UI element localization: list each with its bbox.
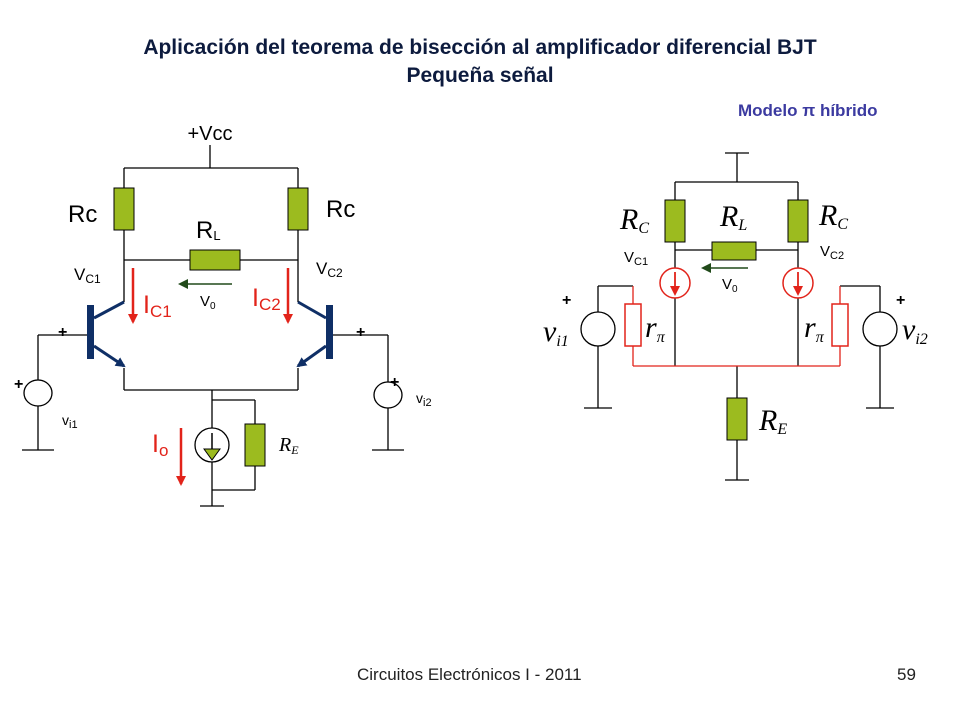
rc-right-label-model: RC	[818, 199, 848, 233]
rl-resistor	[189, 249, 241, 271]
vi2-label: vi2	[416, 390, 432, 409]
vc1-label: VC1	[74, 265, 101, 286]
v0-label: V0	[200, 293, 216, 312]
vc2-label-model: VC2	[820, 243, 844, 262]
source-vi2	[373, 381, 403, 409]
title-line-1: Aplicación del teorema de bisección al a…	[143, 36, 817, 59]
rl-label: RL	[196, 217, 221, 244]
io-label: Io	[152, 430, 168, 460]
current-source-io	[194, 427, 230, 463]
footer-course: Circuitos Electrónicos I - 2011	[357, 665, 582, 684]
vi1-label-model: vi1	[543, 315, 569, 350]
footer-page-number: 59	[897, 665, 916, 684]
right-circuit: RC RC RL VC1 VC2 V0 rπ rπ vi1 vi2 + + RE	[543, 152, 928, 481]
rc-left-label: Rc	[68, 201, 97, 228]
source-vi1	[23, 379, 53, 407]
left-wires	[22, 145, 404, 507]
dependent-current-source-left	[659, 267, 691, 299]
q2-plus-sign: +	[356, 324, 365, 341]
rpi-left-label: rπ	[645, 311, 666, 346]
vi1-plus-sign: +	[14, 376, 23, 393]
rc-right-resistor	[287, 187, 309, 231]
rc-right-label: Rc	[326, 196, 355, 223]
vc2-label: VC2	[316, 259, 343, 280]
q1-plus-sign: +	[58, 324, 67, 341]
re-label: RE	[278, 434, 299, 457]
re-resistor-model	[726, 397, 748, 441]
vc1-label-model: VC1	[624, 249, 648, 268]
transistor-q1	[87, 300, 126, 368]
re-label-model: RE	[758, 404, 787, 438]
vi2-label-model: vi2	[902, 313, 928, 348]
vi2-plus-sign: +	[390, 374, 399, 391]
slide-title: Aplicación del teorema de bisección al a…	[0, 34, 960, 90]
vi2-plus-sign-model: +	[896, 292, 905, 309]
vcc-label: +Vcc	[187, 123, 232, 145]
left-circuit: +Vcc Rc Rc RL V0 VC1 VC2 IC1 IC2 + + +	[14, 123, 432, 507]
vi1-label: vi1	[62, 412, 78, 431]
right-wires-black	[584, 152, 894, 481]
ic1-label: IC1	[143, 291, 172, 321]
hybrid-pi-heading: Modelo π híbrido	[738, 101, 878, 120]
vi1-plus-sign-model: +	[562, 292, 571, 309]
rpi-left-resistor	[624, 303, 642, 347]
rpi-right-resistor	[831, 303, 849, 347]
right-wires-red	[632, 286, 841, 367]
transistor-q2	[296, 300, 333, 368]
source-vi2-model	[862, 311, 898, 347]
rl-resistor-model	[711, 241, 757, 261]
source-vi1-model	[580, 311, 616, 347]
rc-left-resistor-model	[664, 199, 686, 243]
title-line-2: Pequeña señal	[406, 64, 554, 87]
v0-label-model: V0	[722, 276, 738, 295]
rc-right-resistor-model	[787, 199, 809, 243]
rl-label-model: RL	[719, 200, 747, 234]
rpi-right-label: rπ	[804, 311, 825, 346]
re-resistor	[244, 423, 266, 467]
dependent-current-source-right	[782, 267, 814, 299]
ic2-label: IC2	[252, 284, 281, 314]
rc-left-resistor	[113, 187, 135, 231]
rc-left-label-model: RC	[619, 203, 649, 237]
